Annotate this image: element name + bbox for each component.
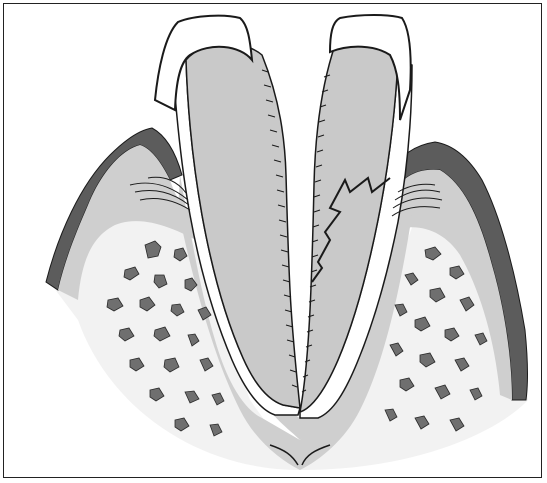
dental-diagram <box>0 0 547 483</box>
